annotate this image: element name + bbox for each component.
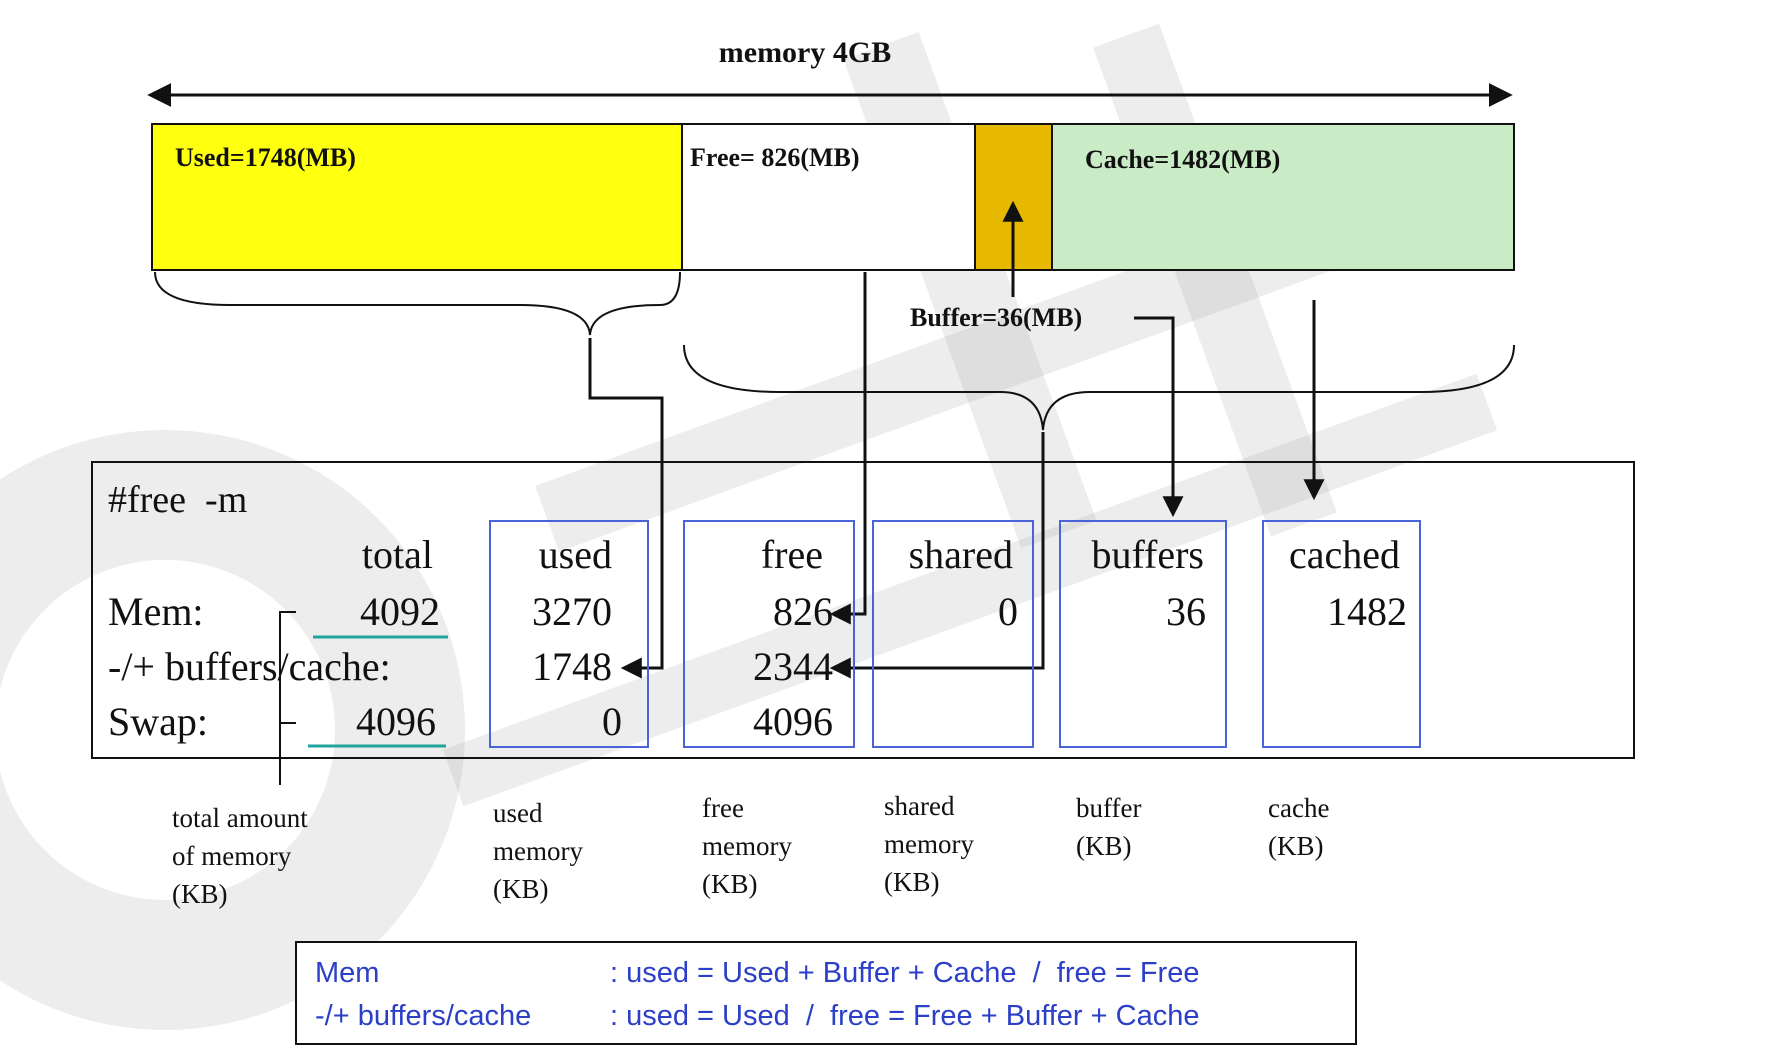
row-label-buffers-cache: -/+ buffers/cache: xyxy=(108,644,391,689)
caption-line: total amount xyxy=(172,803,308,833)
memory-bar: Used=1748(MB) Free= 826(MB) Cache=1482(M… xyxy=(151,123,1515,271)
used-segment xyxy=(151,123,683,271)
caption-total: total amount of memory (KB) xyxy=(172,803,308,909)
mem-total: 4092 xyxy=(360,589,440,634)
legend-mem-formula: : used = Used + Buffer + Cache / free = … xyxy=(610,957,1199,989)
buffer-segment-label: Buffer=36(MB) xyxy=(910,303,1082,332)
swap-used: 0 xyxy=(602,699,622,744)
caption-line: used xyxy=(493,798,543,828)
sum-to-2344-arrow xyxy=(829,432,1045,679)
free-output-box xyxy=(91,461,1635,759)
buffer-to-buffers-arrow xyxy=(1134,316,1184,518)
header-buffers: buffers xyxy=(1091,532,1204,577)
mem-free: 826 xyxy=(773,589,833,634)
caption-line: of memory xyxy=(172,841,292,871)
free-column-frame xyxy=(683,520,855,748)
legend-bufcache-label: -/+ buffers/cache xyxy=(315,1000,531,1032)
caption-line: memory xyxy=(493,836,583,866)
cache-segment xyxy=(1051,123,1515,271)
caption-line: memory xyxy=(702,831,792,861)
caption-line: (KB) xyxy=(884,867,940,897)
shared-column-frame xyxy=(872,520,1034,748)
header-total: total xyxy=(362,532,433,577)
caption-shared: shared memory (KB) xyxy=(884,791,974,897)
used-column-frame xyxy=(489,520,649,748)
caption-line: (KB) xyxy=(1076,831,1132,861)
caption-cache: cache (KB) xyxy=(1268,793,1329,861)
header-free: free xyxy=(761,532,823,577)
mem-cached: 1482 xyxy=(1327,589,1407,634)
swap-total: 4096 xyxy=(356,699,436,744)
swap-free: 4096 xyxy=(753,699,833,744)
diagram-title: memory 4GB xyxy=(719,36,891,69)
free-segment-label: Free= 826(MB) xyxy=(690,143,860,172)
free-to-826-arrow xyxy=(829,272,867,625)
used-segment-label: Used=1748(MB) xyxy=(175,143,356,172)
legend-mem-label: Mem xyxy=(315,957,379,989)
mem-used: 3270 xyxy=(532,589,612,634)
bufcache-free: 2344 xyxy=(753,644,833,689)
caption-free: free memory (KB) xyxy=(702,793,792,899)
caption-line: memory xyxy=(884,829,974,859)
legend-bufcache-formula: : used = Used / free = Free + Buffer + C… xyxy=(610,1000,1199,1032)
mem-buffers: 36 xyxy=(1166,589,1206,634)
caption-line: free xyxy=(702,793,744,823)
header-used: used xyxy=(539,532,612,577)
buffers-column-frame xyxy=(1059,520,1227,748)
used-brace xyxy=(154,271,681,336)
used-to-1748-arrow xyxy=(588,338,664,679)
cached-column-frame xyxy=(1262,520,1421,748)
rest-brace xyxy=(683,344,1515,431)
legend-box xyxy=(295,941,1357,1045)
bufcache-used: 1748 xyxy=(532,644,612,689)
mem-shared: 0 xyxy=(998,589,1018,634)
row-label-mem: Mem: xyxy=(108,589,204,634)
caption-line: cache xyxy=(1268,793,1329,823)
caption-line: (KB) xyxy=(702,869,758,899)
total-bracket xyxy=(279,611,296,785)
header-cached: cached xyxy=(1289,532,1400,577)
caption-line: (KB) xyxy=(1268,831,1324,861)
caption-line: (KB) xyxy=(493,874,549,904)
caption-line: shared xyxy=(884,791,955,821)
row-label-swap: Swap: xyxy=(108,699,208,744)
caption-used: used memory (KB) xyxy=(493,798,583,904)
caption-buffer: buffer (KB) xyxy=(1076,793,1141,861)
caption-line: (KB) xyxy=(172,879,228,909)
caption-line: buffer xyxy=(1076,793,1141,823)
command-text: #free -m xyxy=(108,479,247,521)
header-shared: shared xyxy=(909,532,1013,577)
cache-segment-label: Cache=1482(MB) xyxy=(1085,145,1280,174)
